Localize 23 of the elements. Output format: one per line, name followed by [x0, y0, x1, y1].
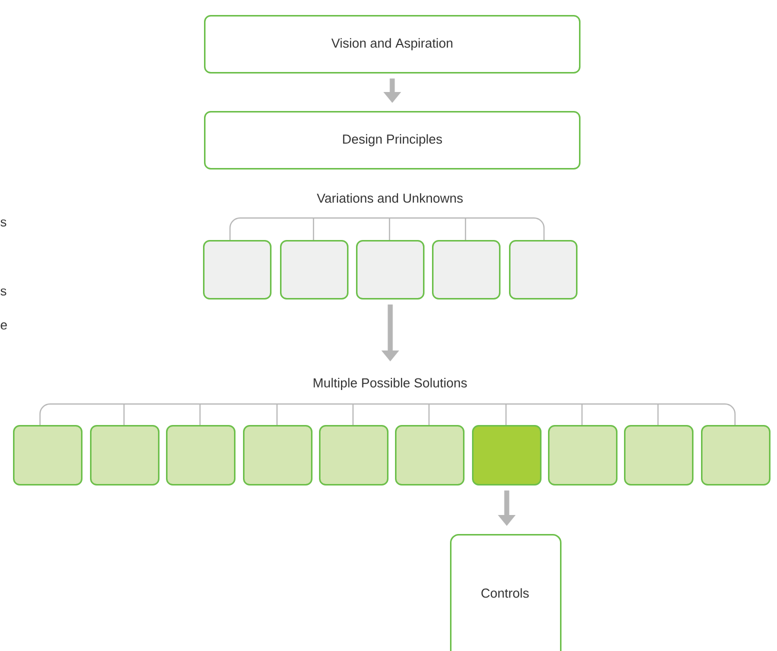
empty-box — [166, 425, 236, 486]
heading: Variations and Unknowns — [316, 193, 463, 203]
empty-box — [548, 425, 618, 486]
process-box: Controls — [450, 534, 562, 651]
empty-box — [701, 425, 770, 486]
empty-box — [243, 425, 312, 486]
side-text: s — [0, 288, 6, 296]
empty-box — [13, 425, 82, 486]
empty-box — [356, 240, 424, 300]
empty-box — [319, 425, 388, 486]
empty-box — [203, 240, 272, 300]
empty-box — [90, 425, 160, 486]
empty-box — [395, 425, 464, 486]
side-text: e — [0, 322, 7, 330]
empty-box — [432, 240, 500, 300]
empty-box — [509, 240, 578, 300]
empty-box — [472, 425, 542, 486]
side-text: s — [0, 219, 6, 227]
process-box: Vision and Aspiration — [204, 15, 580, 74]
heading: Multiple Possible Solutions — [314, 378, 467, 390]
process-box: Design Principles — [204, 111, 580, 170]
empty-box — [624, 425, 694, 486]
empty-box — [280, 240, 348, 300]
